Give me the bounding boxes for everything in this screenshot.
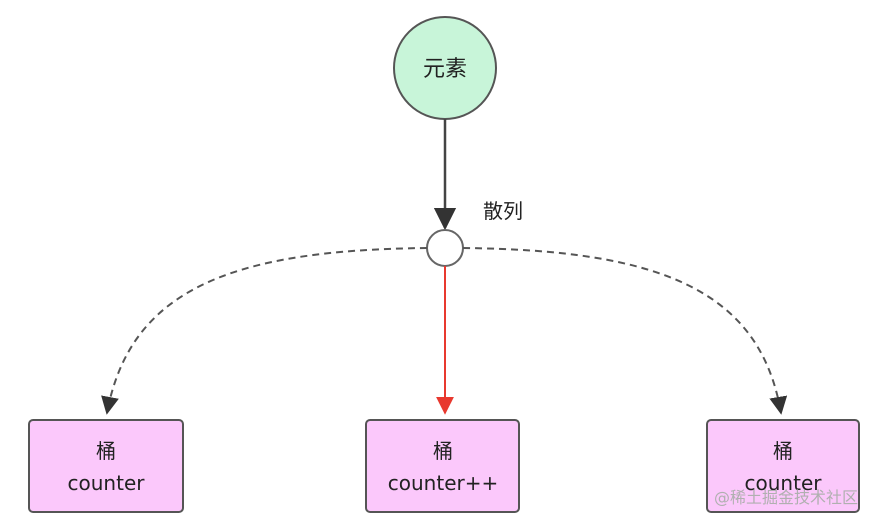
bucket-middle-label: counter++	[388, 471, 498, 495]
watermark: @稀土掘金技术社区	[714, 488, 858, 507]
hash-node	[426, 229, 464, 267]
bucket-right: 桶 counter	[706, 419, 860, 513]
bucket-right-label: counter	[745, 471, 823, 495]
bucket-left-label: counter	[68, 471, 146, 495]
element-label: 元素	[423, 57, 467, 82]
bucket-left-title: 桶	[96, 439, 116, 463]
element-node: 元素	[393, 16, 497, 120]
bucket-left: 桶 counter	[28, 419, 184, 513]
edge-hash-to-bucket-right	[462, 247, 788, 415]
bucket-left-box	[28, 419, 184, 513]
bucket-right-title: 桶	[773, 439, 793, 463]
hash-label: 散列	[483, 199, 523, 223]
bucket-middle-box	[365, 419, 520, 513]
edge-hash-to-bucket-left	[101, 247, 428, 415]
bucket-middle: 桶 counter++	[365, 419, 520, 513]
bucket-right-box	[706, 419, 860, 513]
bucket-middle-title: 桶	[433, 439, 453, 463]
